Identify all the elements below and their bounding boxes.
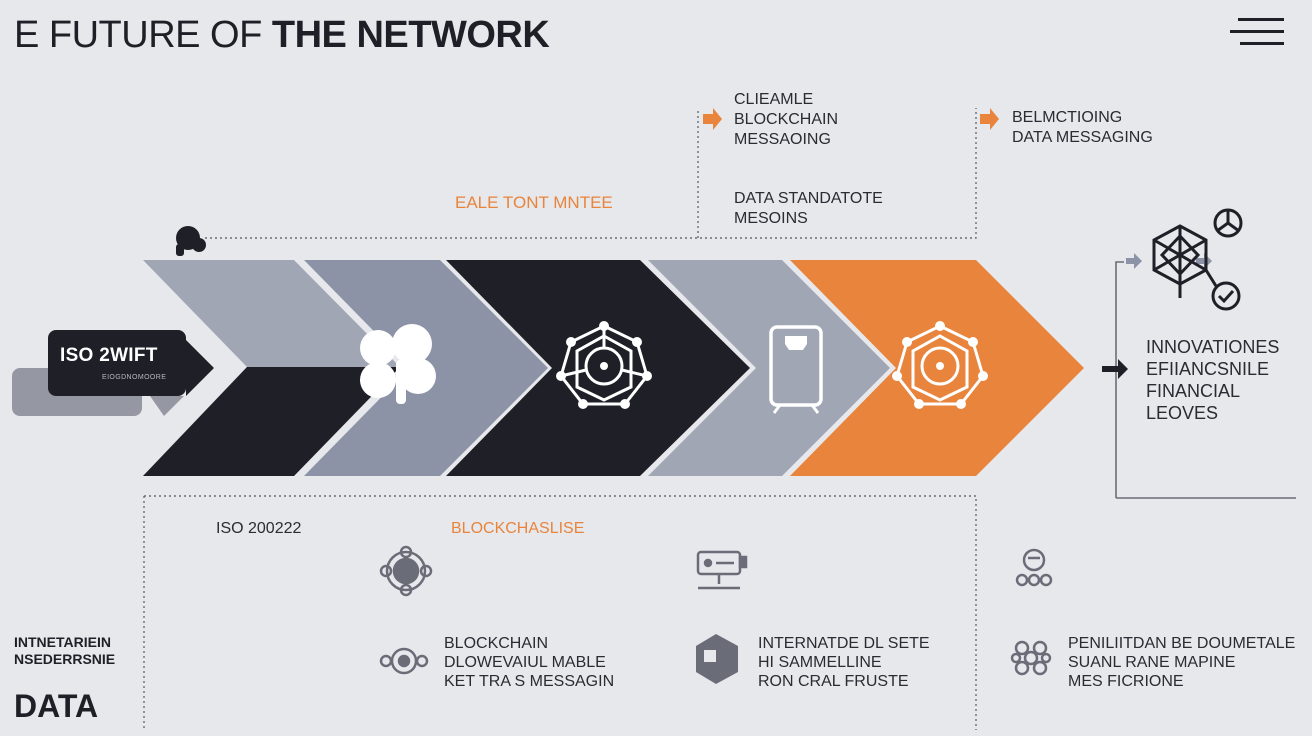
dotted-connectors	[143, 108, 977, 730]
iso-label: ISO 200222	[216, 520, 302, 537]
badge-subtitle: EIOGDNOMOORE	[102, 374, 167, 381]
badge-arrow	[186, 340, 214, 396]
badge-title: ISO 2WIFT	[60, 345, 158, 366]
cloud-icon	[360, 324, 436, 404]
label-box-2: DATA STANDATOTE MESOINS	[734, 190, 883, 227]
dotted-line-top	[205, 108, 977, 239]
label-box-3: BELMCTIOING DATA MESSAGING	[1012, 109, 1153, 146]
chevron-4	[648, 260, 890, 476]
server-icon	[696, 550, 748, 590]
chevron-3	[446, 260, 750, 476]
dotted-line-bottom	[144, 495, 977, 730]
arrow-right-icon-dark	[1102, 359, 1128, 379]
blockchain-label: BLOCKCHASLISE	[451, 520, 585, 537]
badge-back-tail	[150, 396, 184, 416]
iso-swift-badge: ISO 2WIFT EIOGDNOMOORE	[48, 330, 186, 396]
arrow-right-icon-grey	[1126, 253, 1212, 269]
arrow-right-icon	[703, 108, 999, 130]
puzzle-piece-icon	[696, 634, 738, 684]
chevron-1-lower	[143, 367, 400, 476]
right-bracket	[1115, 261, 1124, 498]
network-hexagon-icon-orange	[895, 324, 985, 406]
mobile-phone-icon	[769, 325, 823, 414]
blockchain-ring-icon	[379, 647, 429, 675]
gear-icon	[1213, 208, 1243, 238]
label-box-1: CLIEAMLE BLOCKCHAIN MESSAOING	[734, 91, 839, 148]
hamburger-menu-icon[interactable]	[1230, 18, 1284, 50]
check-circle-icon	[1204, 269, 1241, 311]
blockchain-cube-icon	[1152, 224, 1208, 298]
page-title: E FUTURE OF THE NETWORK	[14, 14, 550, 56]
hexagon-network-icon	[1010, 640, 1052, 676]
hand-pointer-icon	[176, 226, 206, 256]
left-footer-big: DATA	[14, 688, 99, 724]
bottom-col-2: INTERNATDE DL SETE HI SAMMELLINE RON CRA…	[758, 635, 930, 690]
orange-label-top: EALE TONT MNTEE	[455, 193, 613, 212]
connected-circle-icon	[379, 545, 433, 597]
left-footer-small: INTNETARIEIN NSEDERRSNIE	[14, 634, 116, 667]
bottom-col-3: PENILIITDAN BE DOUMETALE SUANL RANE MAPI…	[1068, 635, 1296, 690]
user-group-icon	[1015, 548, 1053, 587]
bottom-col-1: BLOCKCHAIN DLOWEVAIUL MABLE KET TRA S ME…	[444, 635, 615, 690]
network-hexagon-icon	[559, 324, 649, 406]
right-panel-text: INNOVATIONES EFIIANCSNILE FINANCIAL LEOV…	[1146, 337, 1280, 423]
